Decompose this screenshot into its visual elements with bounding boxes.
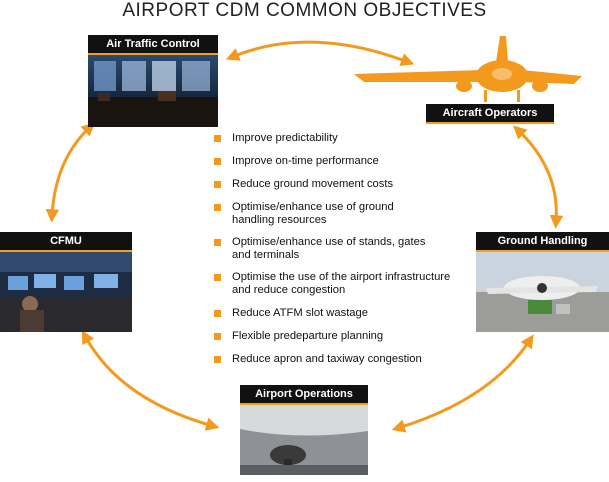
bullet-icon	[214, 204, 221, 211]
arrow-atc-aircraft	[225, 40, 415, 66]
node-airport-operations: Airport Operations	[240, 385, 368, 475]
objective-item: Optimise/enhance use of stands, gates an…	[214, 236, 428, 262]
objective-item: Reduce ground movement costs	[214, 178, 393, 191]
bullet-icon	[214, 310, 221, 317]
node-air-traffic-control: Air Traffic Control	[88, 35, 218, 127]
label-air-traffic-control: Air Traffic Control	[88, 35, 218, 55]
operations-room-photo	[0, 252, 132, 332]
bullet-icon	[214, 274, 221, 281]
page-title: AIRPORT CDM COMMON OBJECTIVES	[122, 0, 487, 21]
bullet-icon	[214, 356, 221, 363]
node-aircraft-operators: Aircraft Operators	[334, 34, 584, 124]
bullet-icon	[214, 239, 221, 246]
arrow-aircraft-ground	[513, 125, 564, 229]
node-ground-handling: Ground Handling	[476, 232, 609, 332]
objective-item: Flexible predeparture planning	[214, 330, 383, 343]
objective-item: Improve on-time performance	[214, 155, 379, 168]
label-ground-handling: Ground Handling	[476, 232, 609, 252]
arrow-ground-airport	[391, 334, 534, 433]
label-airport-operations: Airport Operations	[240, 385, 368, 405]
label-aircraft-operators: Aircraft Operators	[426, 104, 554, 124]
objective-item: Improve predictability	[214, 132, 338, 145]
ground-handling-photo	[476, 252, 609, 332]
arrow-airport-cfmu	[81, 330, 220, 431]
bullet-icon	[214, 181, 221, 188]
airplane-icon	[354, 36, 582, 102]
label-cfmu: CFMU	[0, 232, 132, 252]
bullet-icon	[214, 333, 221, 340]
objective-item: Optimise the use of the airport infrastr…	[214, 271, 454, 297]
control-tower-photo	[88, 55, 218, 127]
objective-item: Reduce ATFM slot wastage	[214, 307, 368, 320]
node-cfmu: CFMU	[0, 232, 132, 332]
airport-operations-photo	[240, 405, 368, 475]
bullet-icon	[214, 158, 221, 165]
arrow-cfmu-atc	[45, 122, 95, 223]
objective-item: Optimise/enhance use of ground handling …	[214, 201, 418, 227]
objective-item: Reduce apron and taxiway congestion	[214, 353, 422, 366]
bullet-icon	[214, 135, 221, 142]
